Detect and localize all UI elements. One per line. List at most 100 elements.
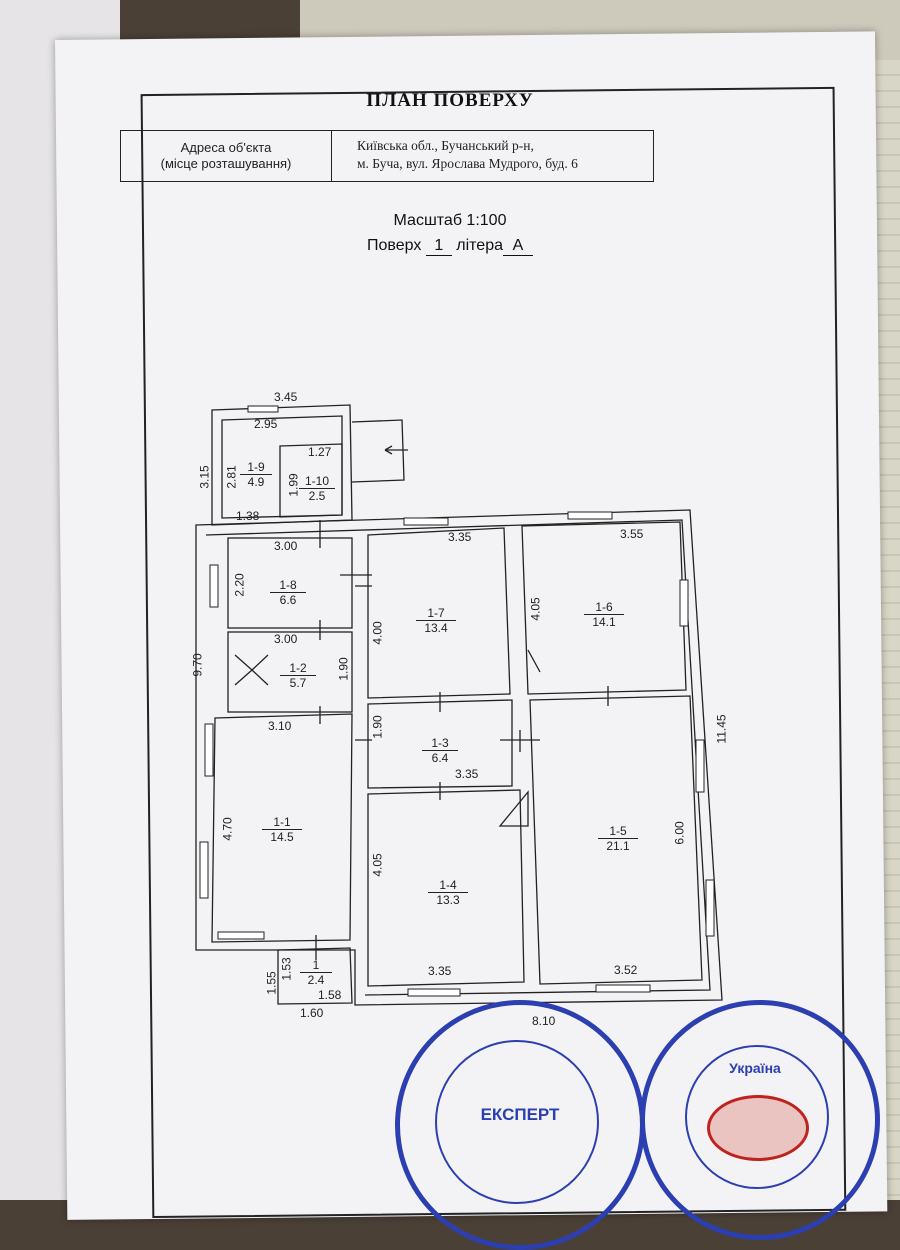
- dim: 4.70: [220, 817, 235, 841]
- room-area: 6.4: [422, 750, 458, 765]
- room-id: 1-3: [431, 736, 449, 750]
- room-id: 1-5: [609, 824, 627, 838]
- address-table: Адреса об'єкта (місце розташування) Київ…: [120, 130, 654, 182]
- address-line1: Київська обл., Бучанський р-н,: [357, 138, 534, 153]
- room-1-10-label: 1-10 2.5: [299, 474, 335, 503]
- room-area: 2.5: [299, 488, 335, 503]
- room-area: 21.1: [598, 838, 638, 853]
- room-id: 1: [312, 958, 320, 972]
- dim: 1.90: [336, 657, 351, 681]
- window: [407, 988, 461, 997]
- room-1-3-label: 1-3 6.4: [422, 736, 458, 765]
- window: [209, 564, 219, 608]
- main-outer-wall: [195, 509, 723, 1006]
- room-1-8-outline: [227, 537, 353, 629]
- stamp-country-text: Україна: [729, 1060, 781, 1076]
- window: [217, 931, 265, 940]
- window: [695, 739, 705, 793]
- room-1-1-outline: [211, 713, 353, 943]
- dim: 3.45: [274, 390, 298, 404]
- room-area: 13.4: [416, 620, 456, 635]
- dim: 1.55: [264, 971, 279, 995]
- dim: 1.38: [236, 509, 260, 523]
- room-1-6-outline: [521, 521, 687, 695]
- room-1-4-outline: [367, 789, 525, 987]
- window: [204, 723, 214, 777]
- room-1-1-label: 1-1 14.5: [262, 815, 302, 844]
- room-1-label: 1 2.4: [300, 958, 332, 987]
- dim: 3.35: [455, 767, 479, 781]
- dim: 1.90: [370, 715, 385, 739]
- room-1-6-label: 1-6 14.1: [584, 600, 624, 629]
- dim: 3.00: [274, 539, 298, 553]
- room-area: 2.4: [300, 972, 332, 987]
- dim: 2.20: [232, 573, 247, 597]
- room-id: 1-1: [273, 815, 291, 829]
- window: [595, 984, 651, 993]
- dim: 3.00: [274, 632, 298, 646]
- address-label-line2: (місце розташування): [160, 156, 292, 171]
- room-id: 1-6: [595, 600, 613, 614]
- room-id: 1-4: [439, 878, 457, 892]
- room-id: 1-2: [289, 661, 307, 675]
- dim: 11.45: [714, 714, 729, 744]
- dim: 3.35: [448, 530, 472, 544]
- dim: 1.60: [300, 1006, 324, 1020]
- room-area: 14.1: [584, 614, 624, 629]
- room-1-7-outline: [367, 527, 511, 699]
- dim: 1.27: [308, 445, 332, 459]
- expert-association-stamp: ЕКСПЕРТ: [395, 1000, 645, 1250]
- room-area: 13.3: [428, 892, 468, 907]
- room-area: 14.5: [262, 829, 302, 844]
- window: [679, 579, 689, 627]
- window: [567, 511, 613, 520]
- dim: 4.00: [370, 621, 385, 645]
- room-1-5-outline: [529, 695, 703, 985]
- room-1-5-label: 1-5 21.1: [598, 824, 638, 853]
- room-id: 1-8: [279, 578, 297, 592]
- window: [403, 517, 449, 526]
- address-label: Адреса об'єкта (місце розташування): [121, 131, 332, 181]
- dim: 2.81: [224, 465, 239, 489]
- dim: 1.58: [318, 988, 342, 1002]
- window: [199, 841, 209, 899]
- room-id: 1-9: [247, 460, 265, 474]
- dim: 2.95: [254, 417, 278, 431]
- plan-labels: 1-1 14.5 1-2 5.7 1-3 6.4 1-4 13.3 1-5 21…: [190, 390, 729, 1028]
- dim: 9.70: [190, 653, 205, 677]
- room-area: 5.7: [280, 675, 316, 690]
- room-1-outline: [277, 947, 353, 1005]
- room-1-3-outline: [367, 699, 513, 789]
- room-1-4-label: 1-4 13.3: [428, 878, 468, 907]
- registration-bti-stamp: Україна: [640, 1000, 880, 1240]
- dim: 1.99: [286, 473, 301, 497]
- room-area: 4.9: [240, 474, 272, 489]
- room-id: 1-7: [427, 606, 445, 620]
- floor-plan: 1-1: [195, 404, 723, 1006]
- floor-value: 1: [425, 237, 452, 256]
- stamp-expert-text: ЕКСПЕРТ: [480, 1105, 560, 1124]
- floor-label: Поверх: [367, 237, 422, 254]
- address-line2: м. Буча, вул. Ярослава Мудрого, буд. 6: [357, 156, 578, 171]
- dim: 6.00: [672, 821, 687, 845]
- dim: 3.35: [428, 964, 452, 978]
- stamp-red-seal: [707, 1095, 809, 1161]
- room-1-2-outline: [227, 631, 353, 713]
- room-1-7-label: 1-7 13.4: [416, 606, 456, 635]
- scale-text: Масштаб 1:100: [393, 212, 507, 229]
- room-area: 6.6: [270, 592, 306, 607]
- room-1-8-label: 1-8 6.6: [270, 578, 306, 607]
- dim: 3.55: [620, 527, 644, 541]
- room-1-9-label: 1-9 4.9: [240, 460, 272, 489]
- page-title: ПЛАН ПОВЕРХУ: [366, 90, 534, 111]
- window: [705, 879, 715, 937]
- address-label-line1: Адреса об'єкта: [180, 140, 272, 155]
- address-value: Київська обл., Бучанський р-н, м. Буча, …: [332, 131, 653, 181]
- window: [247, 405, 279, 413]
- litera-label: літера: [456, 237, 503, 254]
- room-1-2-label: 1-2 5.7: [280, 661, 316, 690]
- dim: 3.10: [268, 719, 292, 733]
- room-id: 1-10: [304, 474, 330, 488]
- litera-value: А: [502, 237, 533, 256]
